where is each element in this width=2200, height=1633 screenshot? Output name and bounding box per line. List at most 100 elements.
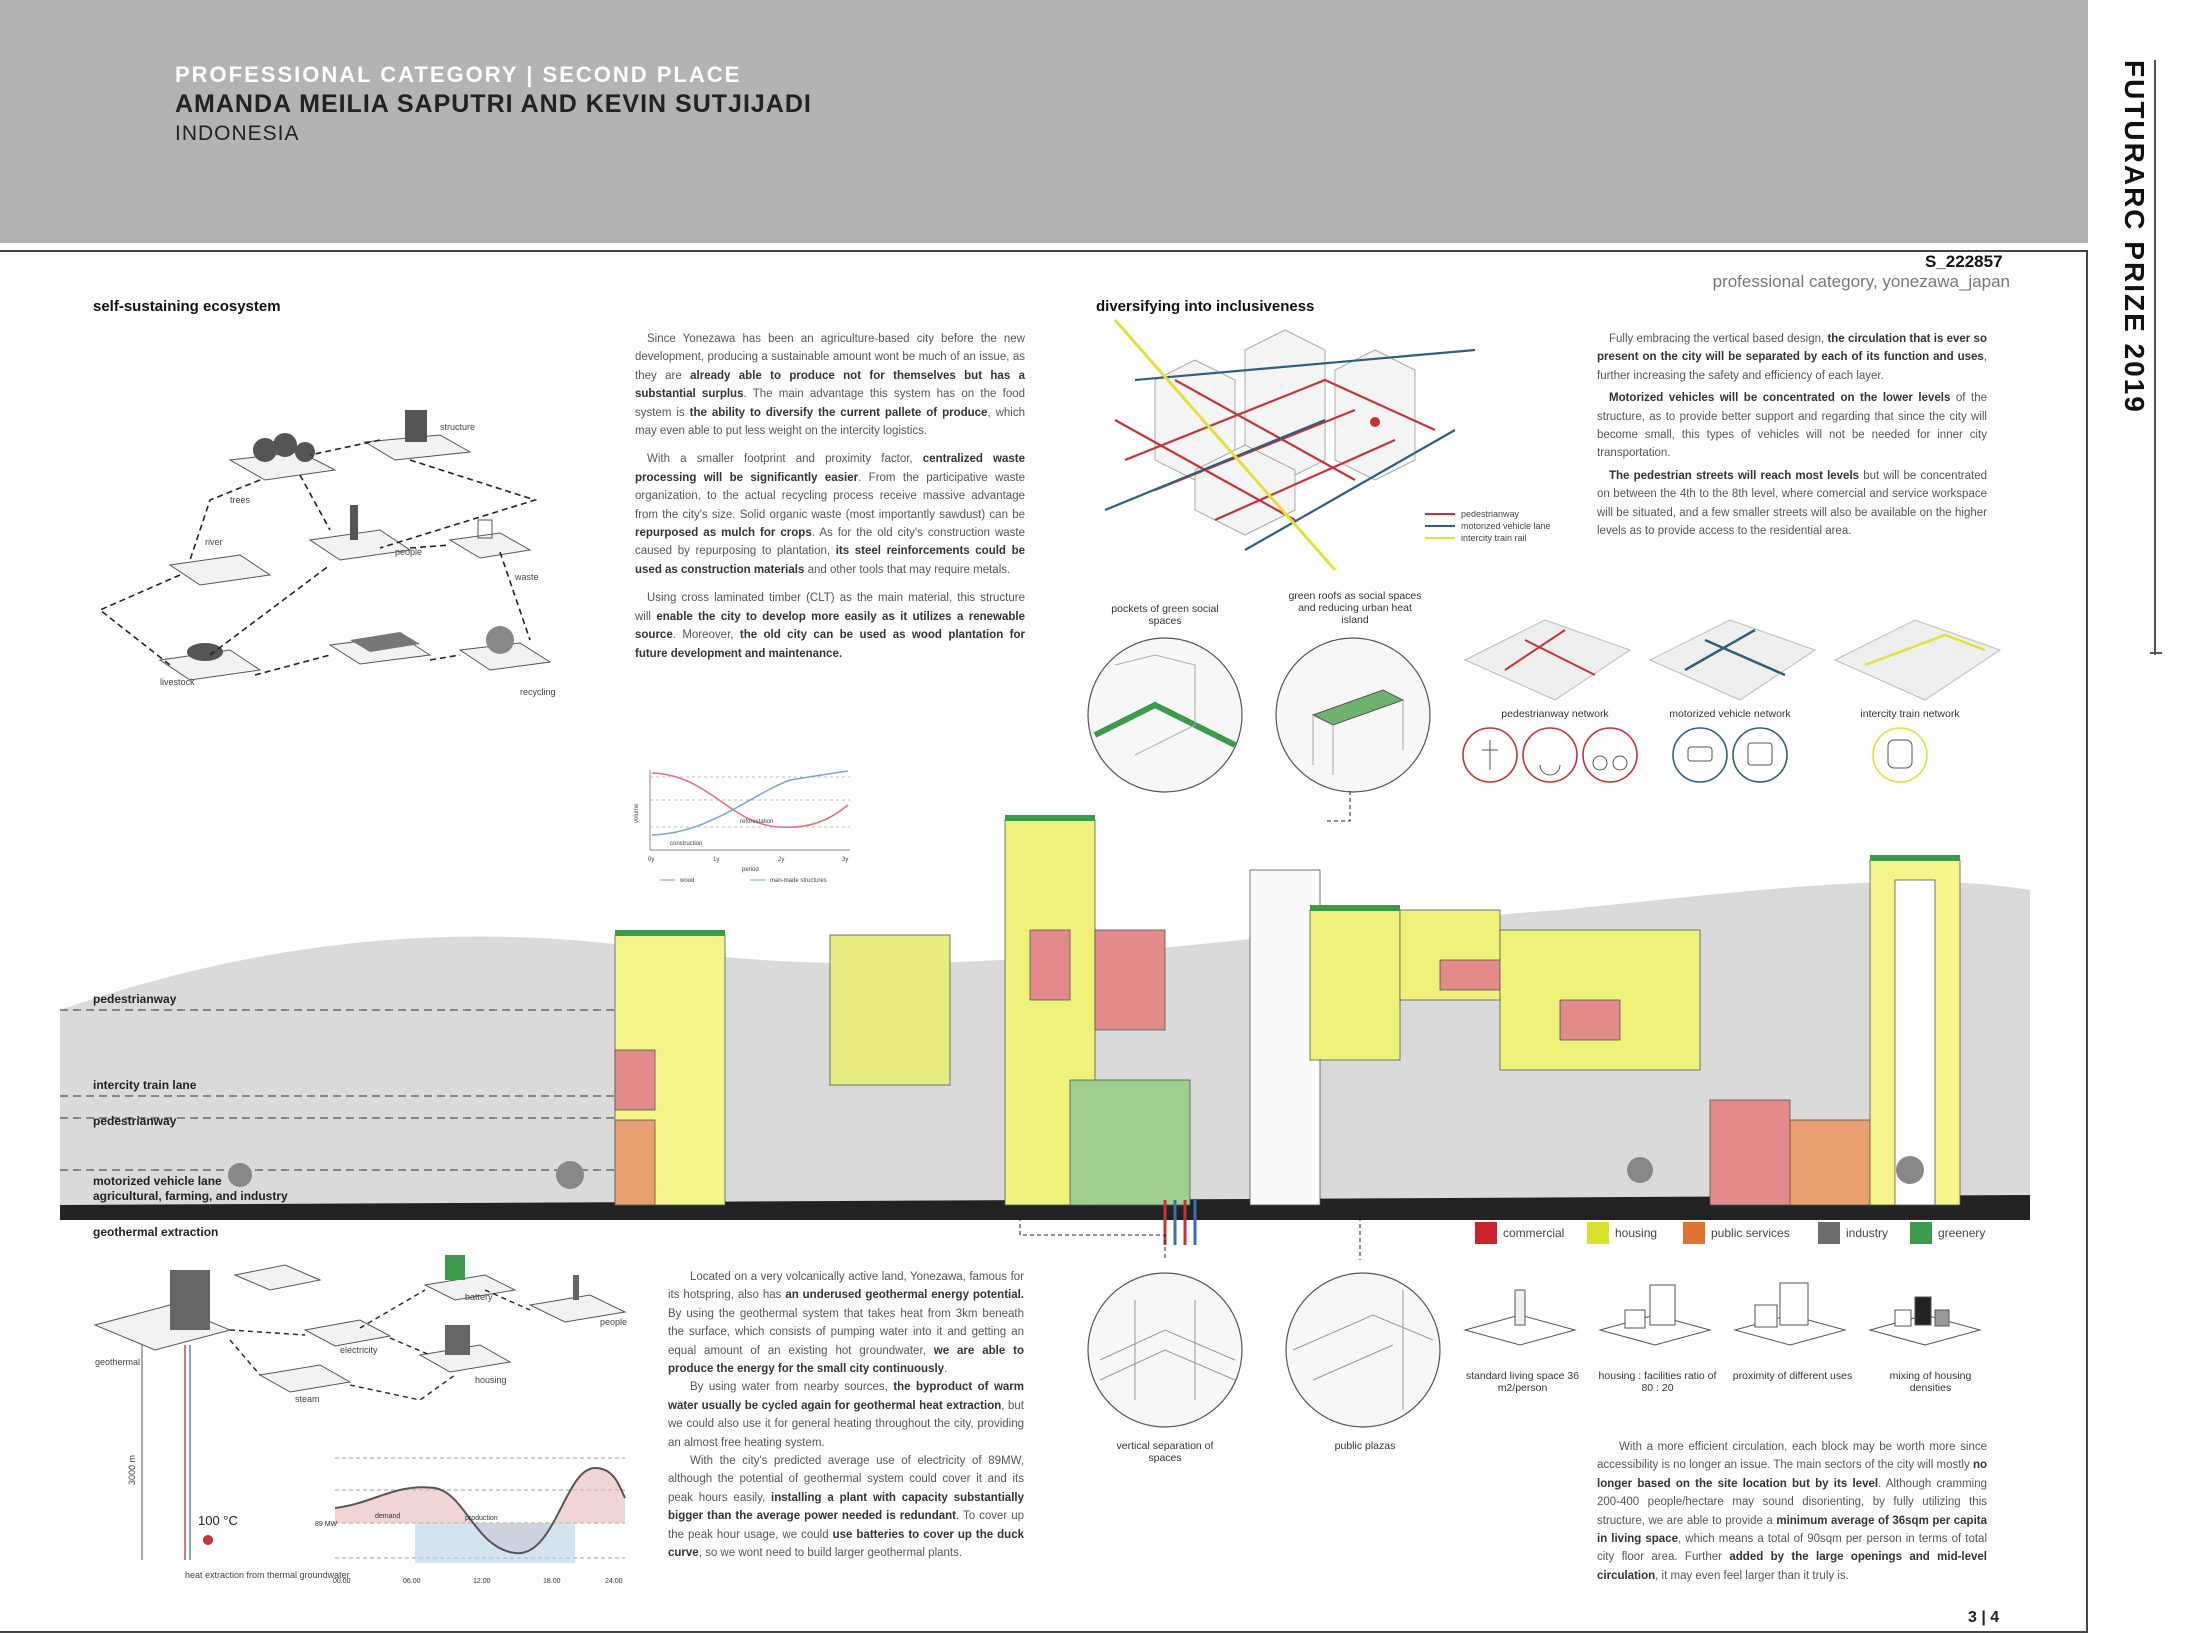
wood-chart-ylabel: volume: [634, 803, 640, 823]
submission-subtitle: professional category, yonezawa_japan: [1712, 272, 2010, 291]
annotation-demand: demand: [375, 1513, 400, 1520]
waste-plate: [448, 532, 532, 559]
wood-x-tick: 0y: [648, 857, 654, 863]
bicycle-icon: [1582, 727, 1638, 783]
pedestrian-lines: [1114, 378, 1436, 522]
annotation-construction: construction: [670, 841, 702, 847]
label-electricity: electricity: [340, 1345, 378, 1355]
authors: AMANDA MEILIA SAPUTRI AND KEVIN SUTJIJAD…: [175, 90, 812, 118]
annotation-production: production: [465, 1515, 498, 1522]
train-map: [1833, 619, 2002, 701]
person-icon: [350, 505, 358, 540]
geothermal-pipes: [1163, 1200, 1197, 1245]
circle-leader-lines: [1325, 791, 1351, 822]
ecosystem-flow-arrows: [98, 439, 538, 676]
duck-curve-chart: 89 MW demand production 00.00 06.00 12.0…: [315, 1457, 626, 1585]
geothermal-paragraph-2: By using water from nearby sources, the …: [668, 1381, 1024, 1449]
category-place: SECOND PLACE: [542, 62, 742, 87]
category-line: PROFESSIONAL CATEGORY | SECOND PLACE: [175, 62, 741, 88]
label-river: river: [205, 537, 223, 547]
presentation-board: [0, 250, 2088, 1633]
thermometer-icon: [203, 1535, 213, 1545]
label-pedestrianway: pedestrianway: [93, 992, 177, 1006]
legend-public-services: public services: [1683, 1222, 1790, 1244]
country: INDONESIA: [175, 122, 300, 145]
swatch-commercial: [1475, 1222, 1497, 1244]
label-people: people: [600, 1317, 627, 1327]
label-geothermal: geothermal: [95, 1357, 140, 1367]
label-pockets-green: pockets of green social spaces: [1111, 603, 1219, 627]
swatch-greenery: [1910, 1222, 1932, 1244]
ecosystem-paragraph-3: Using cross laminated timber (CLT) as th…: [635, 592, 1026, 660]
public-plaza-circle: [1285, 1272, 1441, 1428]
legend-pedestrian: pedestrianway: [1425, 508, 1551, 520]
mix-grey-icon: [1934, 1309, 1950, 1327]
towers: [614, 819, 1961, 1206]
ecosystem-text: Since Yonezawa has been an agriculture-b…: [635, 330, 1025, 663]
geothermal-plant-icon: [170, 1270, 210, 1330]
label-green-roofs: green roofs as social spaces and reducin…: [1288, 590, 1422, 626]
structure-icon: [405, 410, 427, 442]
train-line: [1113, 319, 1337, 571]
duck-x-tick: 06.00: [403, 1578, 421, 1585]
geothermal-flow-arrows: [229, 1289, 531, 1401]
ground-line: [60, 1195, 2030, 1220]
inclusive-title: diversifying into inclusiveness: [1096, 298, 1315, 315]
label-geothermal-extraction: geothermal extraction: [93, 1225, 219, 1239]
wood-x-label: period: [742, 867, 759, 873]
label-battery: battery: [465, 1292, 493, 1302]
vehicle-map: [1648, 619, 1817, 701]
label-train-network: intercity train network: [1860, 708, 1960, 720]
label-recycling: recycling: [520, 687, 556, 697]
bus-icon: [1732, 727, 1788, 783]
block-small-icon: [1754, 1304, 1778, 1328]
mix-small-icon: [1894, 1309, 1912, 1327]
legend-train: intercity train rail: [1425, 532, 1551, 544]
trash-bin-icon: [477, 519, 493, 539]
header-banner: PROFESSIONAL CATEGORY | SECOND PLACE AMA…: [0, 0, 2088, 243]
label-living-space: standard living space 36 m2/person: [1465, 1370, 1580, 1394]
duck-ylabel: 89 MW: [315, 1521, 338, 1528]
side-rule-tick: [2150, 652, 2162, 654]
pedestrian-map: [1463, 619, 1632, 701]
side-rule: [2154, 60, 2156, 655]
category-prefix: PROFESSIONAL CATEGORY |: [175, 62, 535, 87]
density-paragraph: With a more efficient circulation, each …: [1597, 1441, 1987, 1582]
inclusive-paragraph-3: The pedestrian streets will reach most l…: [1597, 469, 1987, 538]
production-area: [415, 1523, 575, 1563]
electricity-plate: [303, 1319, 392, 1347]
demand-curve: [334, 1466, 626, 1555]
network-maps: [1463, 619, 2002, 701]
circulation-axonometric: [1104, 319, 1476, 571]
person-icon: [1514, 1289, 1526, 1326]
circulation-legend: pedestrianway motorized vehicle lane int…: [1425, 508, 1551, 544]
label-temperature: 100 °C: [198, 1513, 238, 1528]
label-proximity: proximity of different uses: [1732, 1370, 1853, 1382]
vehicle-lines: [1104, 348, 1476, 551]
swatch-industry: [1818, 1222, 1840, 1244]
network-icons: [1462, 727, 1928, 783]
crops-icon: [350, 632, 420, 652]
cow-icon: [187, 643, 223, 661]
page-number: 3 | 4: [1968, 1609, 2000, 1626]
inclusive-paragraph-1: Fully embracing the vertical based desig…: [1597, 333, 1987, 382]
geothermal-text: Located on a very volcanically active la…: [668, 1268, 1024, 1563]
label-vehicle-lane: motorized vehicle lane: [93, 1174, 222, 1188]
mix-dark-icon: [1914, 1296, 1932, 1326]
wood-x-tick: 3y: [842, 857, 848, 863]
ecosystem-title: self-sustaining ecosystem: [93, 298, 281, 315]
label-livestock: livestock: [160, 677, 195, 687]
battery-icon: [445, 1255, 465, 1280]
safety-plate: [233, 1264, 322, 1291]
legend-commercial: commercial: [1475, 1222, 1564, 1244]
legend-structures: man-made structures: [770, 878, 827, 884]
density-icons: [1463, 1282, 1982, 1346]
ecosystem-paragraph-2: With a smaller footprint and proximity f…: [635, 453, 1026, 576]
label-waste: waste: [514, 572, 539, 582]
duck-x-tick: 12.00: [473, 1578, 491, 1585]
legend-wood: wood: [679, 878, 694, 884]
label-people: people: [395, 547, 422, 557]
label-heat-extraction: heat extraction from thermal groundwater: [185, 1570, 350, 1580]
legend-swatch: [1425, 513, 1455, 515]
label-pedestrian-network: pedestrianway network: [1501, 708, 1609, 720]
